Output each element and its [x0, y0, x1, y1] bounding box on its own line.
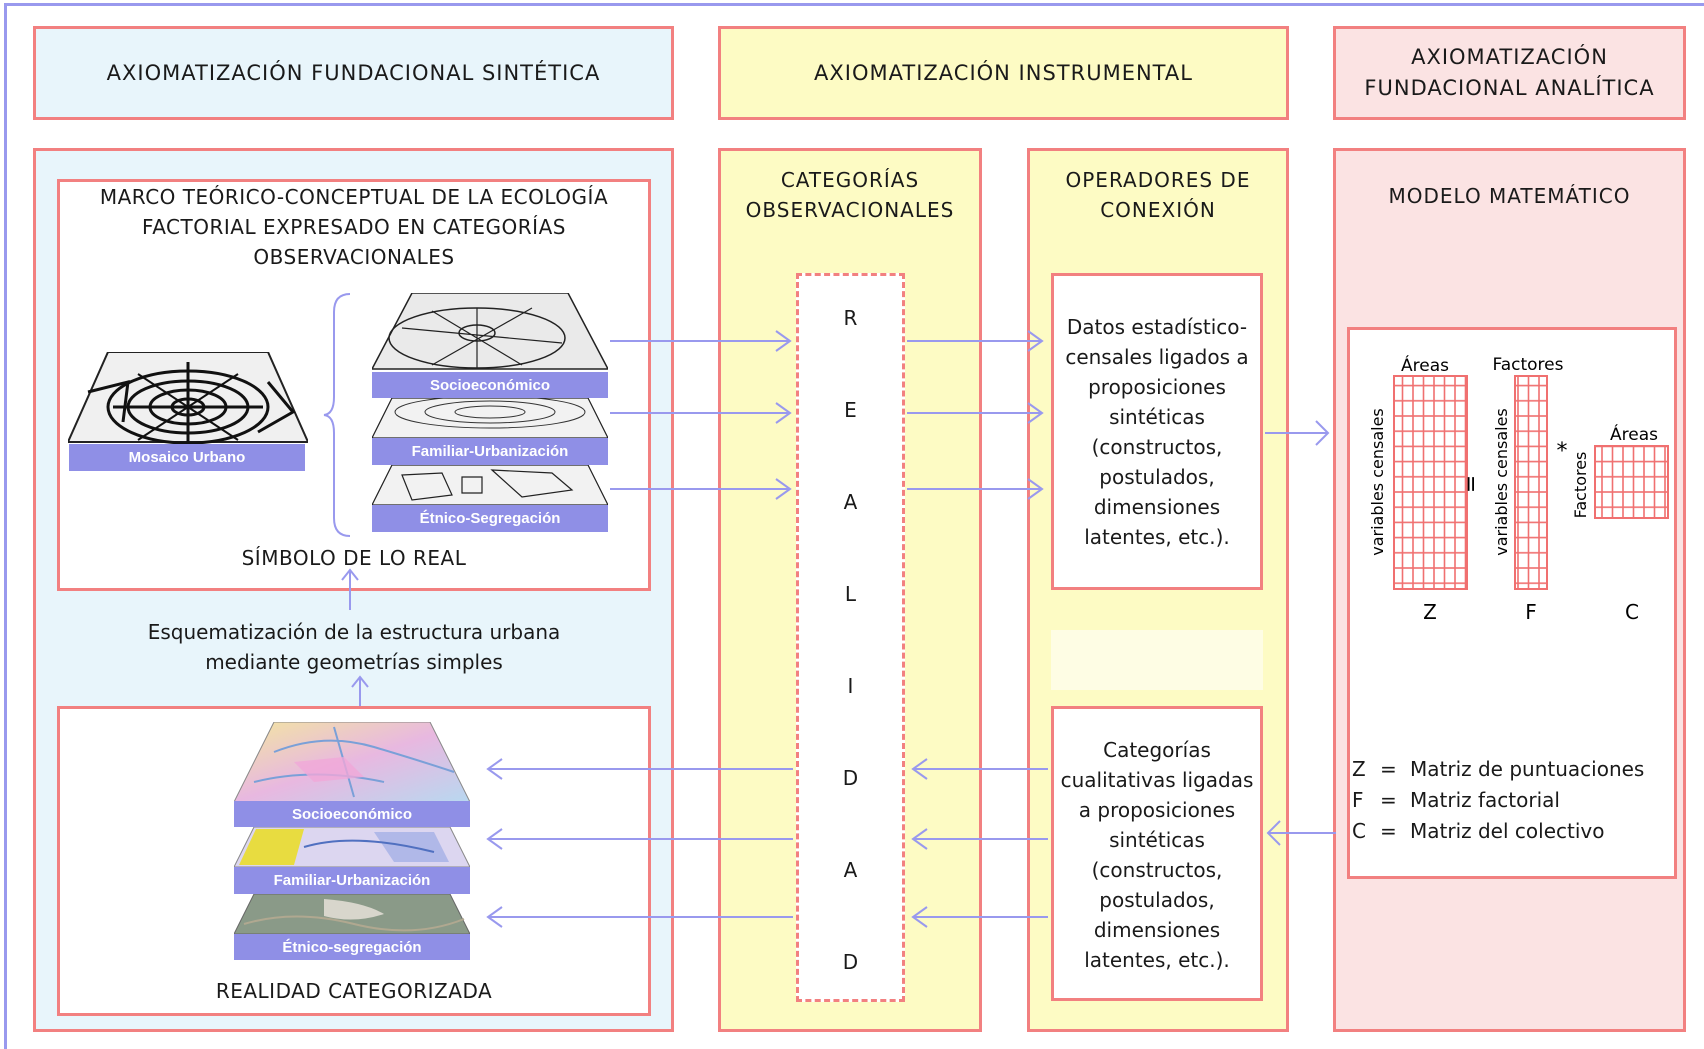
model-legend: Z = Matriz de puntuaciones F = Matriz fa…	[1352, 754, 1674, 847]
header-analytic-line2: FUNDACIONAL ANALÍTICA	[1364, 76, 1655, 100]
model-title: MODELO MATEMÁTICO	[1388, 184, 1631, 208]
mosaic-urban-label: Mosaico Urbano	[69, 444, 305, 471]
qual-line-5: (constructos,	[1091, 858, 1223, 882]
qual-line-1: Categorías	[1103, 738, 1211, 762]
qual-line-4: sintéticas	[1109, 828, 1205, 852]
f-name: F	[1525, 600, 1537, 624]
qual-line-2: cualitativas ligadas	[1060, 768, 1254, 792]
c-name: C	[1625, 600, 1639, 624]
legend-key-z: Z	[1352, 757, 1366, 781]
legend-eq-c: =	[1380, 819, 1397, 843]
stat-line-4: sintéticas	[1109, 405, 1205, 429]
c-side-label: Factores	[1571, 452, 1590, 519]
schematic-layer-2-drawing	[372, 398, 608, 438]
schematization-text: Esquematización de la estructura urbana …	[57, 617, 651, 677]
header-instrumental: AXIOMATIZACIÓN INSTRUMENTAL	[718, 26, 1289, 120]
legend-desc-z: Matriz de puntuaciones	[1410, 757, 1645, 781]
categories-title-line1: CATEGORÍAS	[780, 168, 920, 192]
c-top-label: Áreas	[1610, 423, 1658, 445]
z-side-label: variables censales	[1368, 408, 1387, 556]
up-arrow-1	[341, 568, 359, 610]
map-layer-3-drawing	[234, 894, 470, 934]
qual-line-7: dimensiones	[1093, 918, 1221, 942]
outer-frame	[4, 3, 1704, 1049]
layer-top-familiar: Familiar-Urbanización	[372, 438, 608, 465]
legend-key-f: F	[1352, 788, 1364, 812]
layer-bottom-socioeconomic: Socioeconómico	[234, 801, 470, 827]
legend-row-c: C = Matriz del colectivo	[1352, 816, 1674, 847]
operators-title: OPERADORES DE CONEXIÓN	[1030, 165, 1286, 225]
header-analytic-line1: AXIOMATIZACIÓN	[1411, 45, 1608, 69]
curly-brace	[323, 293, 351, 537]
legend-row-z: Z = Matriz de puntuaciones	[1352, 754, 1674, 785]
stat-line-3: proposiciones	[1088, 375, 1226, 399]
reality-letter-l: L	[844, 582, 857, 606]
symbol-of-real-label: SÍMBOLO DE LO REAL	[241, 546, 467, 570]
statistical-data-box: Datos estadístico- censales ligados a pr…	[1051, 273, 1263, 590]
times-sign: *	[1557, 439, 1568, 464]
operators-title-line2: CONEXIÓN	[1100, 198, 1216, 222]
categories-title-line2: OBSERVACIONALES	[745, 198, 955, 222]
legend-eq-f: =	[1380, 788, 1397, 812]
reality-categorized-label: REALIDAD CATEGORIZADA	[215, 979, 493, 1003]
framework-title-line2: FACTORIAL EXPRESADO EN CATEGORÍAS	[142, 215, 566, 239]
legend-row-f: F = Matriz factorial	[1352, 785, 1674, 816]
reality-letter-e1: E	[844, 398, 857, 422]
f-top-label: Factores	[1493, 355, 1564, 375]
f-side-label: variables censales	[1492, 408, 1511, 556]
mosaic-urban-drawing	[68, 352, 308, 445]
framework-title: MARCO TEÓRICO-CONCEPTUAL DE LA ECOLOGÍA …	[60, 182, 648, 272]
stat-line-2: censales ligados a	[1065, 345, 1249, 369]
legend-desc-f: Matriz factorial	[1410, 788, 1560, 812]
reality-letter-d1: D	[842, 766, 859, 790]
stat-line-6: postulados,	[1099, 465, 1215, 489]
reality-letter-a2: A	[843, 858, 858, 882]
stat-line-8: latentes, etc.).	[1084, 525, 1230, 549]
stat-line-1: Datos estadístico-	[1066, 315, 1248, 339]
layer-bottom-familiar: Familiar-Urbanización	[234, 867, 470, 894]
header-synthetic: AXIOMATIZACIÓN FUNDACIONAL SINTÉTICA	[33, 26, 674, 120]
matrix-f	[1514, 375, 1548, 590]
header-synthetic-text: AXIOMATIZACIÓN FUNDACIONAL SINTÉTICA	[106, 60, 601, 85]
legend-eq-z: =	[1380, 757, 1397, 781]
map-layer-2-drawing	[234, 827, 470, 867]
framework-title-line1: MARCO TEÓRICO-CONCEPTUAL DE LA ECOLOGÍA	[99, 185, 609, 209]
qualitative-categories-box: Categorías cualitativas ligadas a propos…	[1051, 706, 1263, 1001]
layer-top-socioeconomic: Socioeconómico	[372, 372, 608, 398]
reality-letter-r: R	[843, 306, 858, 330]
header-analytic: AXIOMATIZACIÓN FUNDACIONAL ANALÍTICA	[1333, 26, 1686, 120]
reality-letter-d2: D	[842, 950, 859, 974]
qual-line-6: postulados,	[1099, 888, 1215, 912]
categories-title: CATEGORÍAS OBSERVACIONALES	[721, 165, 979, 225]
qual-line-8: latentes, etc.).	[1084, 948, 1230, 972]
operators-title-line1: OPERADORES DE	[1065, 168, 1251, 192]
reality-dashed-box: R E A L I D A D	[796, 273, 905, 1002]
legend-desc-c: Matriz del colectivo	[1410, 819, 1605, 843]
matrix-z	[1393, 375, 1468, 590]
schematization-line2: mediante geometrías simples	[205, 650, 503, 674]
reality-letter-a1: A	[843, 490, 858, 514]
map-layer-1-drawing	[234, 722, 470, 802]
z-name: Z	[1423, 600, 1437, 624]
schematization-line1: Esquematización de la estructura urbana	[147, 620, 561, 644]
header-instrumental-text: AXIOMATIZACIÓN INSTRUMENTAL	[814, 60, 1193, 85]
matrix-equation: Áreas variables censales Z = Factores va…	[1368, 354, 1669, 624]
framework-title-line3: OBSERVACIONALES	[253, 245, 455, 269]
z-top-label: Áreas	[1401, 354, 1449, 376]
schematic-layer-1-drawing	[372, 293, 608, 370]
equals-sign: =	[1459, 475, 1484, 493]
matrix-c	[1594, 445, 1669, 519]
reality-letter-i: I	[847, 674, 854, 698]
layer-bottom-ethnic: Étnico-segregación	[234, 934, 470, 960]
schematic-layer-3-drawing	[372, 465, 608, 505]
qual-line-3: a proposiciones	[1078, 798, 1236, 822]
stat-line-7: dimensiones	[1093, 495, 1221, 519]
operators-gap-strip	[1051, 630, 1263, 690]
stat-line-5: (constructos,	[1091, 435, 1223, 459]
legend-key-c: C	[1352, 819, 1366, 843]
layer-top-ethnic: Étnico-Segregación	[372, 505, 608, 532]
